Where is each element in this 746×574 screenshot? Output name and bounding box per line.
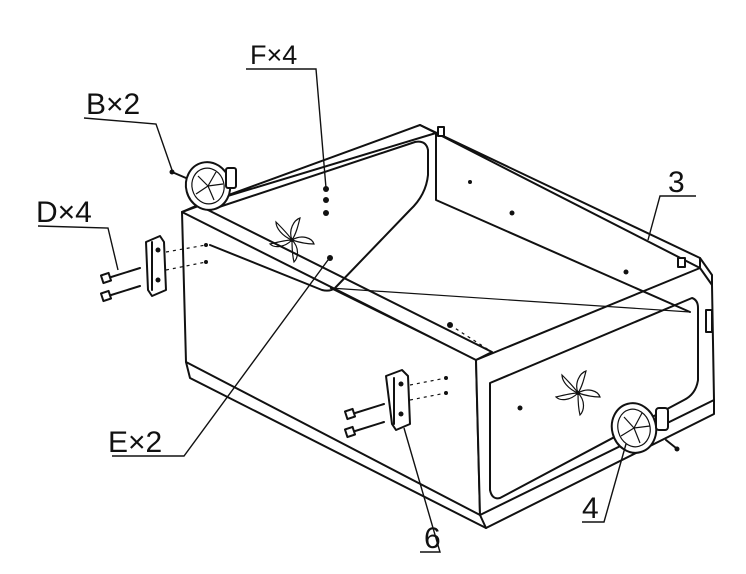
label-d: D×4 — [36, 196, 92, 229]
label-f: F×4 — [250, 40, 297, 70]
front-panel-window — [489, 297, 699, 500]
bracket-6 — [385, 369, 447, 431]
back-panel-window — [209, 140, 429, 292]
label-part-3: 3 — [668, 166, 685, 199]
drawer-box — [181, 124, 715, 529]
corner-post — [677, 257, 686, 268]
screws-6 — [343, 403, 385, 439]
screws-d — [99, 267, 141, 303]
label-part-4: 4 — [582, 492, 599, 525]
bracket-left — [145, 235, 207, 297]
knob-4 — [610, 402, 680, 454]
label-b: B×2 — [86, 88, 140, 121]
label-e: E×2 — [108, 426, 162, 459]
fan-decal-back — [268, 217, 315, 264]
fan-decal-front — [554, 370, 601, 417]
label-part-6: 6 — [424, 522, 441, 555]
side-slot — [705, 309, 713, 333]
leader-lines — [37, 68, 696, 553]
knob-b — [169, 161, 237, 211]
corner-post — [437, 126, 445, 137]
